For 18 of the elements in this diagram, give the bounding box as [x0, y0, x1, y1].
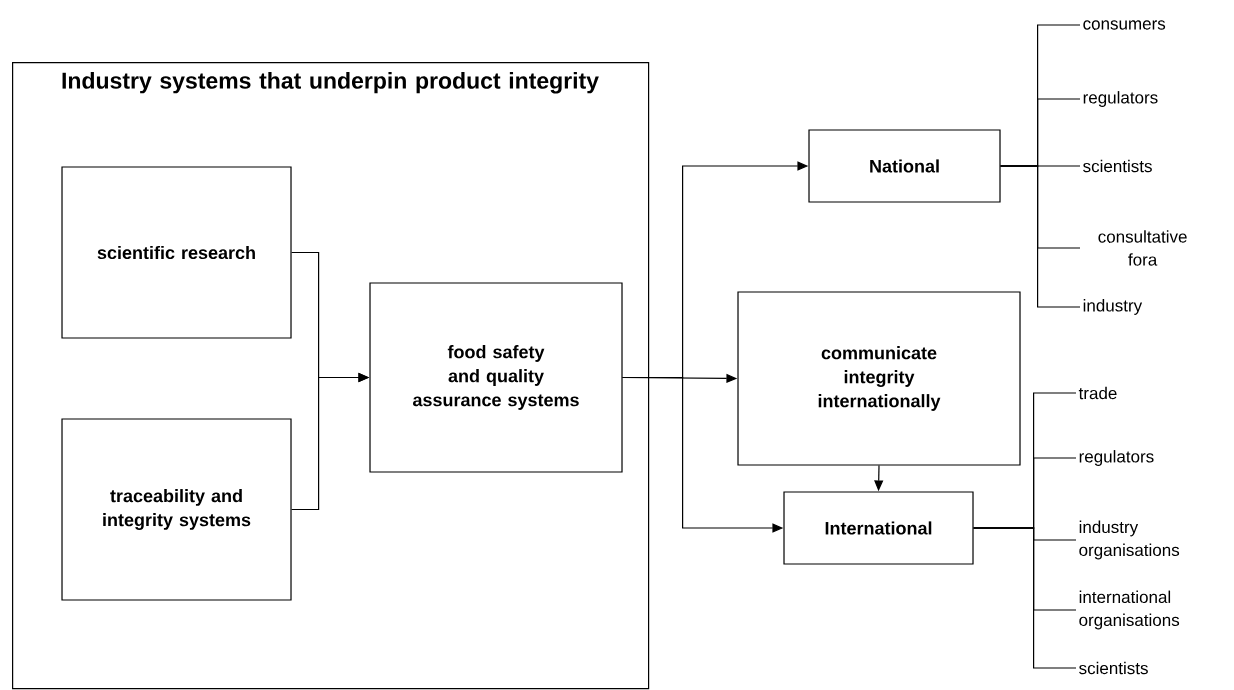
audience-label: trade: [1078, 386, 1117, 400]
audience-label: industry: [1083, 299, 1143, 315]
bracket-line: [1000, 165, 1081, 308]
process-box: traceability and integrity systems: [61, 418, 292, 601]
bracket-line: [973, 527, 1077, 669]
audience-label: scientists: [1083, 159, 1152, 173]
process-box: National: [808, 129, 1001, 203]
audience-label: regulators: [1083, 91, 1158, 107]
process-box: communicate integrity internationally: [737, 291, 1021, 466]
audience-label: industry organisations: [1079, 520, 1180, 560]
audience-label: regulators: [1079, 450, 1154, 466]
audience-label: consultative fora: [1098, 230, 1187, 266]
audience-label: consumers: [1083, 20, 1166, 30]
audience-label: international organisations: [1079, 590, 1180, 630]
audience-label: scientists: [1079, 661, 1148, 675]
process-box: International: [783, 491, 974, 565]
process-box: scientific research: [61, 166, 292, 339]
process-box: food safety and quality assurance systems: [369, 282, 623, 473]
